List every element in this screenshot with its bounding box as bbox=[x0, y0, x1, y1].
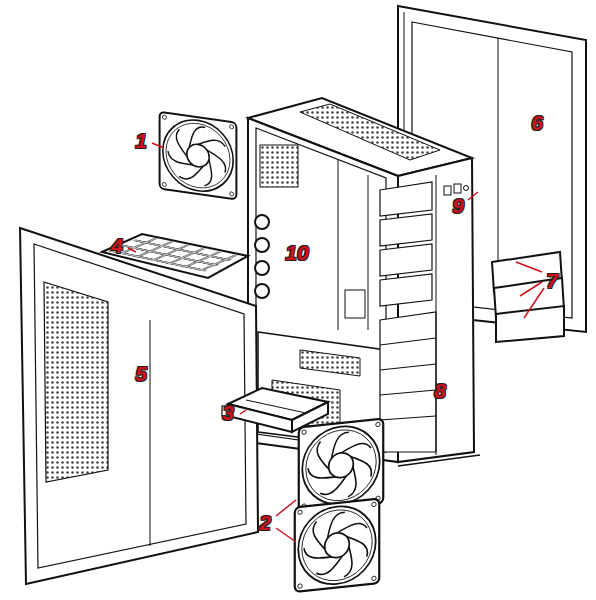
callout-number: 10 bbox=[285, 242, 308, 263]
callout-number: 4 bbox=[111, 235, 123, 256]
callout-number: 6 bbox=[531, 112, 543, 133]
leader-lines bbox=[128, 143, 544, 542]
bay-covers bbox=[492, 252, 564, 342]
callout-number: 3 bbox=[222, 402, 234, 423]
callout-number: 9 bbox=[452, 195, 464, 216]
callout-number: 1 bbox=[135, 130, 147, 151]
front-fans bbox=[295, 419, 383, 592]
callout-number: 8 bbox=[434, 380, 446, 401]
callout-number: 5 bbox=[135, 363, 147, 384]
left-side-panel bbox=[20, 228, 258, 584]
callout-number: 2 bbox=[259, 512, 271, 533]
callout-number: 7 bbox=[546, 270, 558, 291]
top-fan bbox=[160, 112, 237, 200]
